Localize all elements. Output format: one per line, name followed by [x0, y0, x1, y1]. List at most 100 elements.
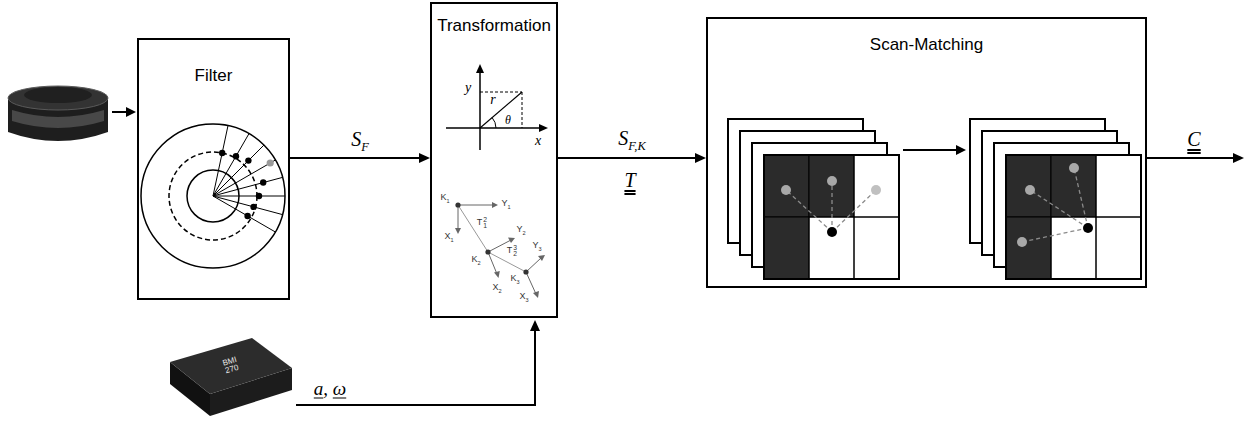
grid-stack-right-part	[1006, 217, 1051, 279]
pose-graph-part	[494, 271, 500, 278]
transformation-box: Transformation	[430, 2, 558, 318]
pose-graph-part	[488, 252, 497, 274]
grid-stack-right-part	[1006, 155, 1141, 279]
pose-label: Y3	[532, 241, 541, 252]
output-arrow-part	[1147, 157, 1234, 159]
lidar-sensor-part	[8, 86, 108, 110]
lidar-sensor-part	[12, 110, 104, 128]
match-lines-right-part	[1022, 228, 1088, 242]
grid-stack-right-part	[1006, 155, 1051, 217]
match-lines-right	[1022, 168, 1088, 242]
pose-graph-part	[455, 228, 461, 234]
text-part: 1	[483, 223, 487, 229]
lidar-sensor-part	[24, 87, 92, 103]
filter-scan-figure-part-part	[213, 196, 285, 197]
subscript: F	[361, 140, 369, 154]
pose-graph-part	[526, 272, 536, 294]
signal-label: C	[1187, 129, 1200, 149]
grid-stack-left-part	[764, 155, 809, 217]
signal-label: T	[624, 170, 635, 190]
scan-dots-left-part	[871, 185, 881, 195]
pose-label: Y2	[516, 225, 525, 236]
grid-stack-right-part	[1096, 155, 1141, 217]
subscript: 1	[450, 237, 453, 243]
match-lines-left	[786, 181, 876, 232]
filter-box: Filter	[137, 38, 290, 300]
pose-label: Y1	[501, 199, 510, 210]
scan-dots-right-part	[1069, 163, 1079, 173]
pose-label: X2	[492, 283, 501, 294]
grid-stack-left-part	[854, 155, 899, 217]
match-lines-right-part	[1074, 168, 1088, 228]
filter-scan-figure-part-part	[213, 196, 283, 215]
scan-dots-left-part	[827, 176, 837, 186]
grid-stack-right-part	[1006, 155, 1141, 279]
polar-coordinate-figure-part	[480, 92, 522, 128]
scan-dots-right-part	[1017, 237, 1027, 247]
scan-dots-right	[1017, 163, 1093, 247]
imu-line-part	[530, 320, 540, 331]
imu-chip-part	[170, 338, 292, 394]
scan-points-part	[260, 179, 266, 185]
iteration-arrow	[903, 145, 966, 155]
subscript: 2	[477, 260, 480, 266]
signal-label: SF	[351, 129, 369, 153]
filter-scan-figure-part-part	[213, 160, 275, 196]
axis-label: x	[535, 134, 541, 148]
output-arrow-part	[1233, 153, 1244, 163]
arrow-head	[419, 153, 430, 163]
lidar-sensor-part	[8, 86, 108, 110]
grid-stack-left-part	[854, 217, 899, 279]
grid-stack-right-part	[1051, 217, 1096, 279]
scan-points-part	[250, 204, 256, 210]
pose-graph-part	[458, 205, 488, 252]
polar-coordinate-figure	[446, 64, 548, 150]
arrow-head	[695, 153, 706, 163]
scan-dots-right-part	[1025, 185, 1035, 195]
imu-chip	[170, 338, 292, 416]
signal-label: a, ω	[314, 379, 346, 398]
subscript: 1	[507, 204, 510, 210]
grid-stack-left-part	[764, 155, 899, 279]
subscript: 3	[538, 246, 541, 252]
polar-coordinate-figure-part	[522, 92, 523, 128]
pose-label: X1	[444, 232, 453, 243]
pose-graph-part	[526, 258, 541, 272]
subscript: F,K	[628, 139, 645, 153]
connector-arrow	[558, 153, 706, 163]
subscript: 1	[446, 198, 449, 204]
pose-label: T12	[477, 217, 487, 230]
pose-graph	[455, 202, 545, 298]
subscript: 2	[498, 288, 501, 294]
grid-stack-left-part	[764, 155, 899, 279]
subscript: 3	[516, 279, 519, 285]
box-title: Filter	[139, 66, 288, 86]
grid-stack-left	[728, 119, 899, 279]
text-part: ω	[333, 378, 346, 399]
grid-stack-right	[970, 119, 1141, 279]
scan-dots-left	[781, 176, 881, 237]
pose-label: X3	[519, 292, 528, 303]
pose-label: K3	[510, 274, 519, 285]
lidar-sensor	[8, 86, 108, 141]
pose-graph-part	[508, 238, 515, 244]
axis-label: r	[490, 93, 495, 107]
iteration-arrow-part	[956, 145, 966, 155]
scan-points-part	[244, 213, 250, 219]
pose-graph-part	[458, 205, 459, 230]
subscript: 3	[525, 297, 528, 303]
scan-points-part	[256, 193, 262, 199]
pose-graph-part	[458, 205, 494, 206]
sensor-arrow-part	[112, 111, 127, 113]
filter-scan-figure	[141, 124, 285, 268]
index-stack: 12	[483, 217, 487, 230]
pose-label: K2	[471, 255, 480, 266]
scan-points-part	[267, 159, 274, 166]
subscript: 2	[522, 230, 525, 236]
polar-coordinate-figure-part	[539, 124, 548, 132]
connector-line	[290, 157, 420, 159]
pose-graph-part	[455, 202, 460, 207]
polar-coordinate-figure-part	[492, 118, 496, 128]
